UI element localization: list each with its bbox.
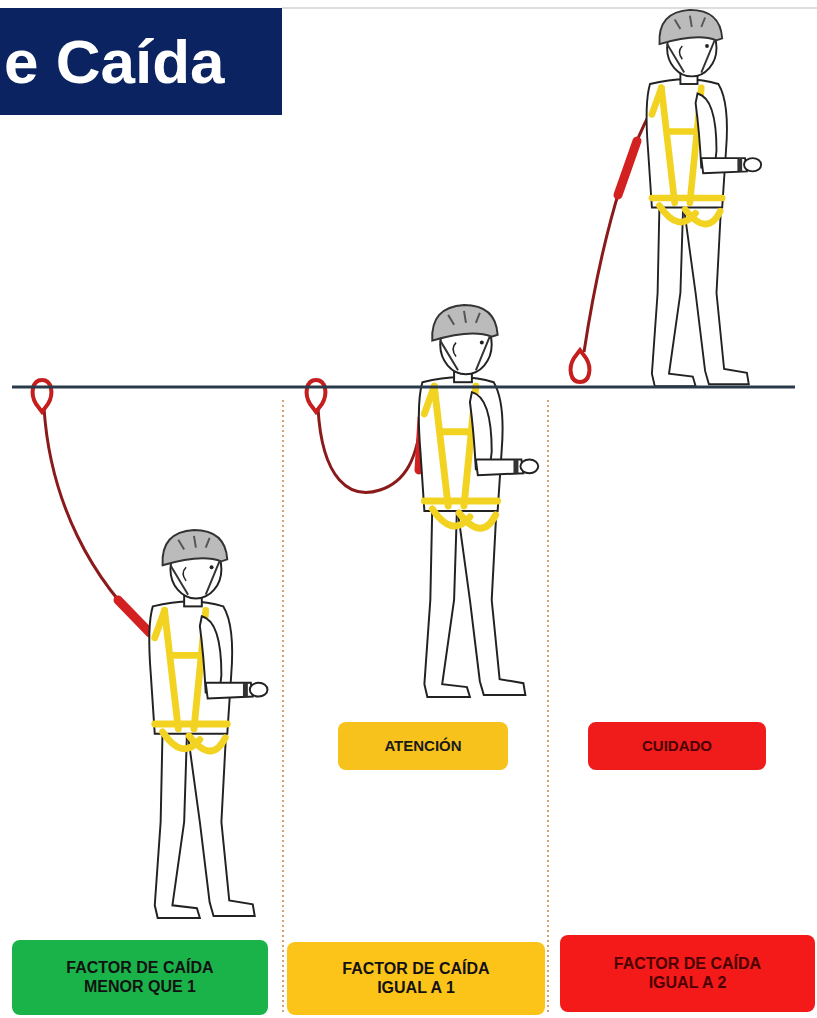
carabiner bbox=[571, 350, 590, 382]
divider-line bbox=[282, 400, 284, 1012]
top-rule bbox=[282, 7, 817, 9]
lanyard bbox=[307, 380, 422, 492]
worker-figure bbox=[149, 530, 267, 918]
label-text: ATENCIÓN bbox=[384, 737, 461, 754]
lanyard-rope bbox=[318, 408, 422, 492]
lanyard-rope bbox=[44, 408, 153, 636]
label-text: CUIDADO bbox=[642, 737, 712, 754]
fall-factor-box: FACTOR DE CAÍDA IGUAL A 1 bbox=[287, 942, 545, 1015]
carabiner bbox=[307, 380, 326, 412]
anchor-line bbox=[12, 386, 795, 389]
title-band: e Caída bbox=[0, 8, 282, 115]
shock-absorber bbox=[118, 600, 150, 633]
divider-line bbox=[547, 400, 549, 1012]
shock-absorber bbox=[618, 141, 637, 195]
lanyard bbox=[571, 113, 650, 382]
lanyard-rope bbox=[584, 113, 650, 352]
danger-label: CUIDADO bbox=[588, 722, 766, 770]
fall-factor-box: FACTOR DE CAÍDA IGUAL A 2 bbox=[560, 935, 815, 1012]
lanyard bbox=[33, 380, 153, 636]
warning-label: ATENCIÓN bbox=[338, 722, 508, 770]
carabiner bbox=[33, 380, 52, 412]
label-text: FACTOR DE CAÍDA IGUAL A 1 bbox=[316, 960, 516, 997]
worker-figure bbox=[419, 305, 538, 697]
fall-factor-box: FACTOR DE CAÍDA MENOR QUE 1 bbox=[12, 940, 268, 1015]
title-text: e Caída bbox=[0, 31, 225, 93]
worker-figure bbox=[647, 10, 762, 386]
label-text: FACTOR DE CAÍDA MENOR QUE 1 bbox=[40, 959, 240, 996]
label-text: FACTOR DE CAÍDA IGUAL A 2 bbox=[588, 955, 788, 992]
